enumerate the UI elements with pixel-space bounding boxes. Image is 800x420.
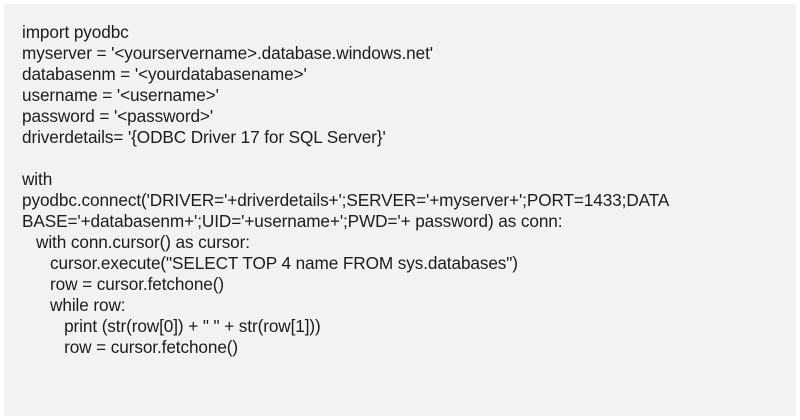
code-lines: import pyodbc myserver = '<yourservernam… <box>22 22 788 358</box>
code-line-13: row = cursor.fetchone() <box>22 274 224 294</box>
code-line-3: databasenm = '<yourdatabasename>' <box>22 64 307 84</box>
code-line-2: myserver = '<yourservername>.database.wi… <box>22 43 433 63</box>
code-line-9: pyodbc.connect('DRIVER='+driverdetails+'… <box>22 190 670 210</box>
code-line-5: password = '<password>' <box>22 106 214 126</box>
code-line-7 <box>22 148 788 169</box>
code-line-1: import pyodbc <box>22 22 129 42</box>
code-line-14: while row: <box>22 295 126 315</box>
code-line-12: cursor.execute("SELECT TOP 4 name FROM s… <box>22 253 518 273</box>
code-line-15: print (str(row[0]) + " " + str(row[1])) <box>22 316 321 336</box>
code-line-11: with conn.cursor() as cursor: <box>22 232 250 252</box>
code-line-10: BASE='+databasenm+';UID='+username+';PWD… <box>22 211 563 231</box>
code-line-4: username = '<username>' <box>22 85 219 105</box>
code-line-16: row = cursor.fetchone() <box>22 337 239 357</box>
code-line-6: driverdetails= '{ODBC Driver 17 for SQL … <box>22 127 386 147</box>
code-block: import pyodbc myserver = '<yourservernam… <box>4 4 796 416</box>
code-line-8: with <box>22 169 53 189</box>
